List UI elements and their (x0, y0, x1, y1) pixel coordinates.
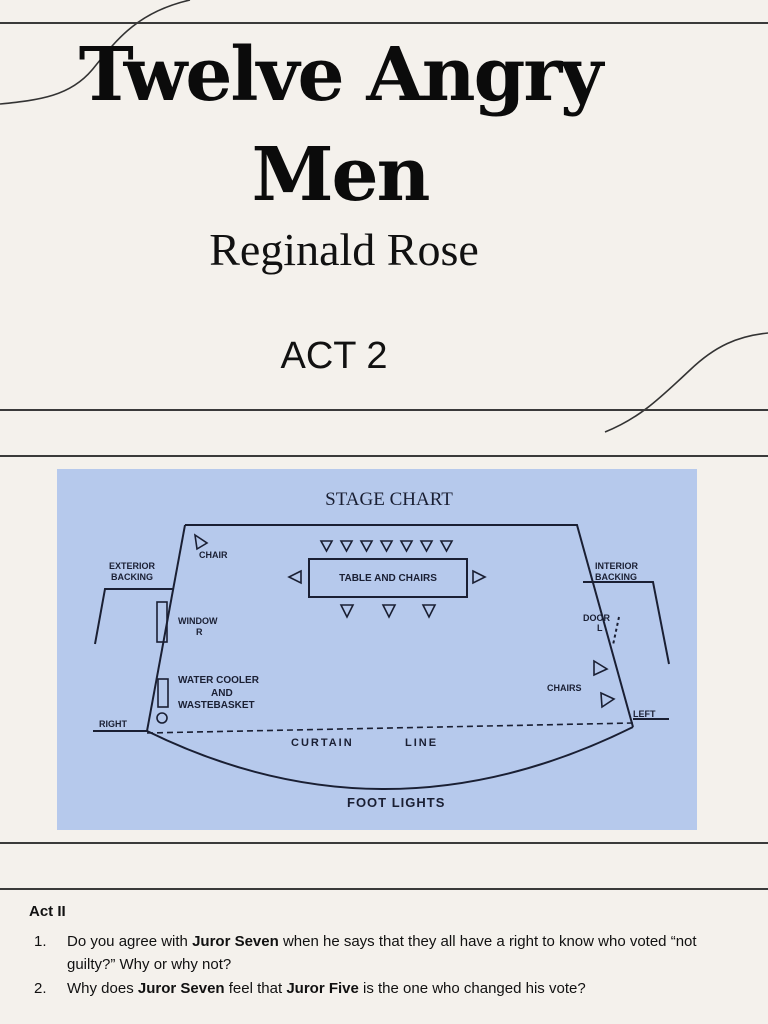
label-chair: CHAIR (199, 550, 228, 560)
label-chairs: CHAIRS (547, 683, 582, 693)
top-left-curve (0, 0, 191, 105)
question-list: 1. Do you agree with Juror Seven when he… (29, 930, 749, 1000)
label-curtain: CURTAIN (291, 737, 354, 749)
rule-top (0, 22, 768, 24)
rule-photo-bottom (0, 842, 768, 844)
label-footlights: FOOT LIGHTS (347, 795, 445, 810)
questions-section: Act II 1. Do you agree with Juror Seven … (29, 900, 749, 1001)
label-table: TABLE AND CHAIRS (339, 573, 437, 584)
rule-questions-top (0, 888, 768, 890)
title-line-1: Twelve Angry (78, 32, 604, 118)
question-item: 1. Do you agree with Juror Seven when he… (29, 930, 749, 976)
photo-background (57, 469, 697, 830)
title-line-2: Men (251, 132, 431, 218)
label-line: LINE (405, 737, 438, 749)
stage-chart-image: STAGE CHART CHAIR TABLE AND CHAIRS EXTER… (57, 469, 697, 830)
rule-cover-bottom (0, 409, 768, 411)
question-text-part: Why does (67, 980, 138, 997)
label-water-1: WATER COOLER (178, 675, 260, 686)
curtain-line (146, 722, 634, 734)
chair-markers (193, 533, 616, 709)
window (156, 601, 168, 643)
act-label: ACT 2 (280, 335, 388, 377)
label-interior-2: BACKING (595, 572, 637, 582)
water-cooler (157, 678, 169, 708)
label-left: LEFT (633, 709, 656, 719)
question-text: Why does Juror Seven feel that Juror Fiv… (67, 980, 586, 997)
question-text-part: when he says that they all have a right … (67, 933, 697, 973)
rule-photo-top (0, 455, 768, 457)
label-door-1: DOOR (583, 613, 611, 623)
label-exterior-2: BACKING (111, 572, 153, 582)
juror-name: Juror Seven (192, 933, 279, 950)
question-number: 1. (34, 933, 47, 950)
question-text-part: Do you agree with (67, 933, 193, 950)
question-text-part: feel that (224, 980, 287, 997)
table (308, 558, 468, 598)
label-exterior-1: EXTERIOR (109, 561, 156, 571)
label-water-3: WASTEBASKET (178, 700, 255, 711)
wastebasket (156, 712, 168, 724)
label-right: RIGHT (99, 719, 128, 729)
right-curve (604, 332, 768, 433)
stage-outline (93, 524, 670, 790)
label-door-2: L (597, 623, 603, 633)
stage-chart-heading: STAGE CHART (325, 489, 453, 510)
label-window-2: R (196, 627, 203, 637)
juror-name: Juror Seven (137, 980, 225, 997)
question-item: 2. Why does Juror Seven feel that Juror … (29, 977, 749, 1000)
questions-heading: Act II (29, 903, 66, 920)
juror-name: Juror Five (286, 980, 359, 997)
label-interior-1: INTERIOR (595, 561, 639, 571)
question-text: Do you agree with Juror Seven when he sa… (67, 933, 697, 973)
label-water-2: AND (211, 688, 233, 699)
author-name: Reginald Rose (209, 224, 479, 275)
question-number: 2. (34, 980, 47, 997)
label-window-1: WINDOW (178, 616, 218, 626)
question-text-part: is the one who changed his vote? (358, 980, 586, 997)
